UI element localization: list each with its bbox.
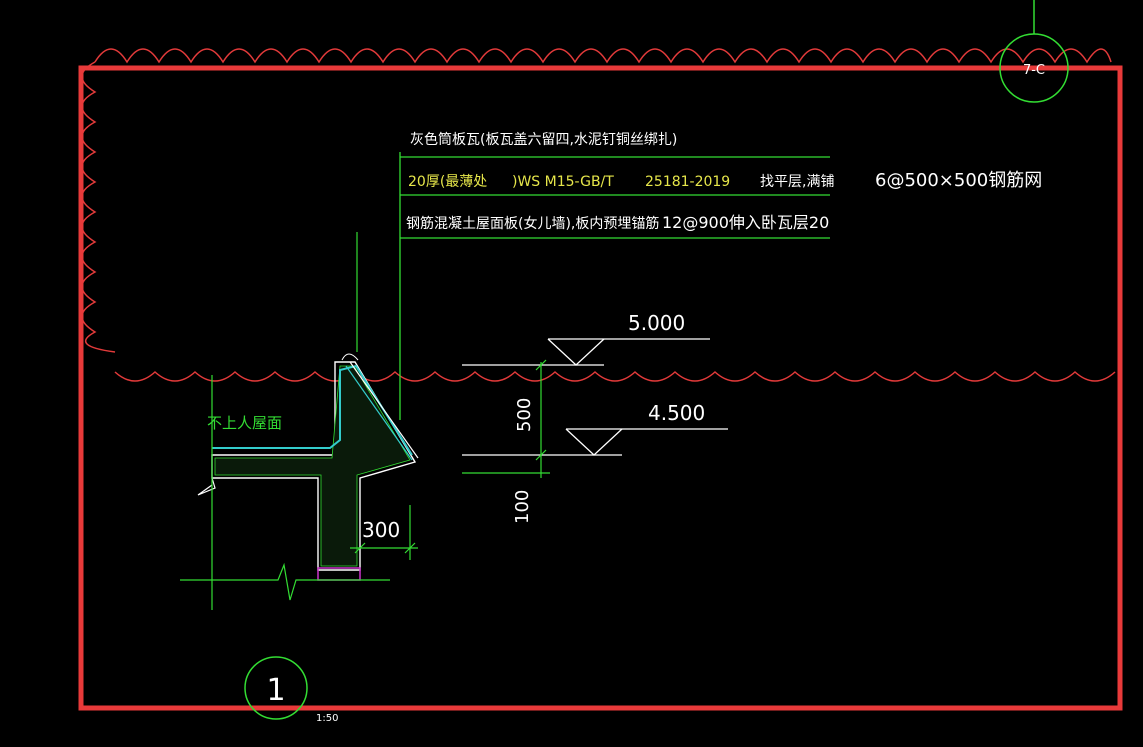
detail-number: 1: [266, 673, 285, 708]
dimension-500: 500: [514, 398, 535, 432]
dimension-300: 300: [362, 518, 400, 542]
dimension-100: 100: [512, 490, 533, 524]
parapet-section: [180, 232, 419, 610]
annotation-line2-b: )WS M15-GB/T: [512, 174, 614, 190]
leader-lines: [399, 152, 830, 420]
axis-bubble-label: 7-C: [1023, 63, 1045, 78]
annotation-line2-c: 25181-2019: [645, 174, 730, 190]
elevation-marker-top: [462, 338, 710, 366]
elevation-bottom-text: 4.500: [648, 401, 705, 425]
elevation-top-text: 5.000: [628, 311, 685, 335]
vertical-dimension: [462, 359, 550, 478]
axis-bubble: [999, 33, 1069, 103]
annotation-line1: 灰色筒板瓦(板瓦盖六留四,水泥钉铜丝绑扎): [410, 131, 677, 148]
detail-scale: 1:50: [316, 713, 338, 724]
horizontal-dimension: [350, 505, 418, 560]
annotation-line3-a: 钢筋混凝土屋面板(女儿墙),板内预埋锚筋: [406, 215, 659, 232]
annotation-line3-b: 12@900伸入卧瓦层20: [662, 213, 829, 232]
roof-note-label: 不上人屋面: [207, 414, 282, 432]
revision-cloud: [81, 48, 1116, 382]
selection-frame[interactable]: [78, 65, 1123, 711]
annotation-line2-a: 20厚(最薄处: [408, 174, 487, 190]
detail-bubble: [244, 656, 308, 720]
annotation-line2-e: 6@500×500钢筋网: [875, 170, 1042, 191]
elevation-marker-bottom: [462, 428, 728, 456]
annotation-line2-d: 找平层,满铺: [760, 174, 834, 190]
